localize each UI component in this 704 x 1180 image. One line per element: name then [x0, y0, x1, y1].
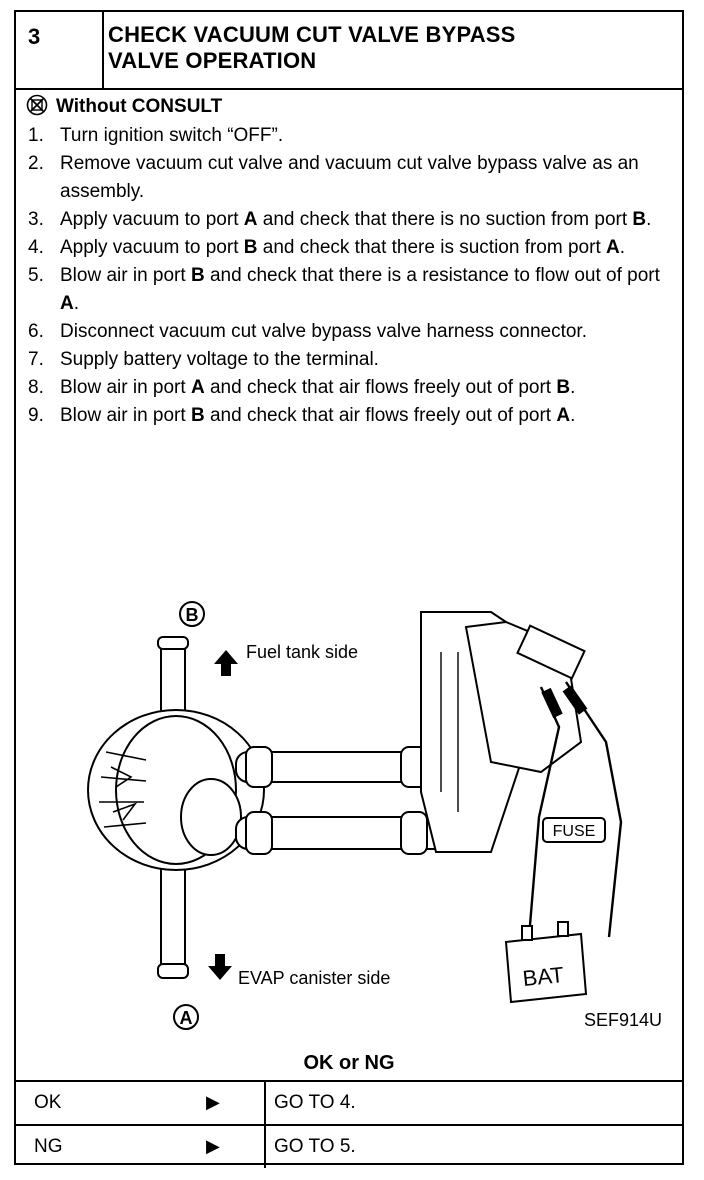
card-header: 3 CHECK VACUUM CUT VALVE BYPASS VALVE OP…: [16, 12, 682, 90]
method-heading: Without CONSULT: [26, 94, 222, 122]
step-item-number: 2.: [28, 153, 44, 174]
step-text: .: [73, 293, 80, 314]
fuel-tank-label: Fuel tank side: [246, 642, 358, 662]
port-reference: A: [60, 293, 74, 314]
step-item: 2. Remove vacuum cut valve and vacuum cut…: [16, 150, 666, 206]
step-text: and check that air flows freely out of p…: [204, 377, 557, 398]
fuse-label: FUSE: [553, 823, 596, 840]
port-reference: B: [243, 237, 258, 258]
result-row-ng: NG ▶ GO TO 5.: [16, 1124, 682, 1168]
title-line-2: VALVE OPERATION: [108, 48, 317, 73]
step-text: Blow air in port: [60, 405, 191, 426]
step-text: Supply battery voltage to the terminal.: [60, 349, 379, 370]
result-action: GO TO 5.: [274, 1136, 356, 1157]
result-status: OK: [34, 1092, 62, 1113]
step-item: 3. Apply vacuum to port A and check that …: [16, 206, 666, 234]
step-item: 8. Blow air in port A and check that air …: [16, 374, 666, 402]
arrow-right-icon: ▶: [206, 1136, 220, 1156]
port-reference: B: [556, 377, 571, 398]
port-b-marker: B: [179, 601, 205, 627]
step-text: and check that air flows freely out of p…: [204, 405, 557, 426]
step-text: .: [570, 405, 576, 426]
step-text: .: [619, 237, 626, 258]
test-leads: [527, 681, 623, 938]
arrow-up-icon: [214, 650, 238, 676]
port-a-label: A: [180, 1008, 193, 1028]
column-divider: [264, 1126, 266, 1168]
step-text: .: [570, 377, 576, 398]
battery-label: BAT: [521, 962, 565, 991]
step-text: and check that there is no suction from …: [257, 209, 633, 230]
valve-test-diagram: FUSE BAT B A Fuel tank side EVAP caniste…: [87, 601, 623, 1030]
step-item-number: 8.: [28, 377, 44, 398]
step-number-cell: 3: [16, 12, 104, 88]
valve-body: [87, 709, 265, 871]
no-consult-icon: [26, 94, 48, 122]
fuse: FUSE: [542, 817, 606, 843]
arrow-down-icon: [208, 954, 232, 980]
step-list: 1. Turn ignition switch “OFF”. 2. Remove va…: [16, 122, 666, 430]
port-reference: A: [606, 237, 620, 258]
step-text: Disconnect vacuum cut valve bypass valve…: [60, 321, 587, 342]
column-divider: [264, 1082, 266, 1124]
battery: BAT: [504, 921, 588, 1004]
step-text: Apply vacuum to port: [60, 237, 244, 258]
step-text: Blow air in port: [60, 265, 191, 286]
bypass-valve-solenoid: [420, 611, 586, 853]
result-heading: OK or NG: [303, 1052, 395, 1074]
port-reference: B: [632, 209, 647, 230]
step-text: Remove vacuum cut valve and vacuum cut v…: [60, 153, 639, 202]
method-label: Without CONSULT: [56, 96, 223, 117]
port-b-label: B: [186, 605, 199, 625]
connecting-hoses: [235, 746, 467, 855]
port-reference: B: [190, 265, 205, 286]
step-item-number: 5.: [28, 265, 44, 286]
port-reference: A: [556, 405, 571, 426]
port-reference: B: [190, 405, 205, 426]
result-row-ok: OK ▶ GO TO 4.: [16, 1082, 682, 1124]
step-text: Turn ignition switch “OFF”.: [60, 125, 284, 146]
result-action: GO TO 4.: [274, 1092, 356, 1113]
step-item: 1. Turn ignition switch “OFF”.: [16, 122, 666, 150]
procedure-title: CHECK VACUUM CUT VALVE BYPASS VALVE OPER…: [108, 22, 668, 74]
step-text: Apply vacuum to port: [60, 209, 244, 230]
arrow-right-icon: ▶: [206, 1092, 220, 1112]
result-table: OK ▶ GO TO 4. NG ▶ GO TO 5.: [16, 1080, 682, 1168]
step-item-number: 7.: [28, 349, 44, 370]
step-item-number: 3.: [28, 209, 44, 230]
result-status: NG: [34, 1136, 63, 1157]
figure-code: SEF914U: [584, 1010, 663, 1030]
step-item: 6. Disconnect vacuum cut valve bypass val…: [16, 318, 666, 346]
step-item: 7. Supply battery voltage to the terminal…: [16, 346, 666, 374]
step-number: 3: [28, 24, 41, 49]
step-text: and check that there is a resistance to …: [204, 265, 660, 286]
step-text: and check that there is suction from por…: [257, 237, 607, 258]
title-line-1: CHECK VACUUM CUT VALVE BYPASS: [108, 22, 516, 47]
step-text: .: [646, 209, 652, 230]
evap-canister-label: EVAP canister side: [238, 968, 390, 988]
port-a-marker: A: [173, 1004, 199, 1030]
step-item: 4. Apply vacuum to port B and check that …: [16, 234, 666, 262]
port-reference: A: [243, 209, 258, 230]
step-item-number: 4.: [28, 237, 44, 258]
port-reference: A: [190, 377, 205, 398]
step-text: Blow air in port: [60, 377, 191, 398]
step-item: 5. Blow air in port B and check that ther…: [16, 262, 666, 318]
step-item-number: 9.: [28, 405, 44, 426]
step-item-number: 1.: [28, 125, 44, 146]
procedure-card: 3 CHECK VACUUM CUT VALVE BYPASS VALVE OP…: [14, 10, 684, 1168]
step-item: 9. Blow air in port B and check that air …: [16, 402, 666, 430]
step-item-number: 6.: [28, 321, 44, 342]
